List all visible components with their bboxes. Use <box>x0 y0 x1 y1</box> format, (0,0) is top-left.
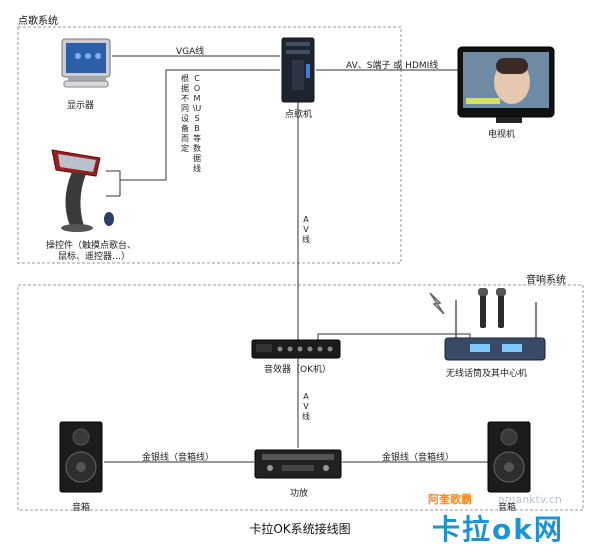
speaker-cable-right-label: 金银线（音箱线） <box>382 453 455 463</box>
effects-label: 音效器（OK机） <box>264 365 331 375</box>
com-usb-cable-label: COM\USB等数据线 <box>192 74 202 173</box>
speaker-right-label: 音箱 <box>498 503 517 513</box>
controller-label: 操控件（触摸点歌台、 <box>46 241 137 251</box>
av-hdmi-cable-label: AV、S端子 或 HDMI线 <box>346 61 439 71</box>
site-logo: 卡拉ok网 <box>432 513 564 546</box>
monitor-icon <box>61 38 111 88</box>
song-system-frame <box>17 26 402 264</box>
wireless-mic-icon <box>429 288 546 361</box>
com-usb-note-label: 根据不同设备而定 <box>181 74 189 153</box>
speaker-left-label: 音箱 <box>72 503 91 513</box>
av-cable-1-label: AV线 <box>302 215 310 244</box>
monitor-label: 显示器 <box>67 101 95 111</box>
tv-icon <box>457 46 555 123</box>
song-pc-label: 点歌机 <box>285 110 313 120</box>
vga-cable-label: VGA线 <box>176 47 205 57</box>
watermark-site-name: 阿奎歌霸 <box>428 493 472 506</box>
mic-cable <box>317 333 471 340</box>
com-usb-cable <box>106 69 280 181</box>
controller-icon <box>51 149 114 232</box>
audio-system-frame <box>17 284 584 511</box>
speaker-cable-left-label: 金银线（音箱线） <box>142 453 215 463</box>
wireless-mic-label: 无线话筒及其中心机 <box>446 369 528 379</box>
amplifier-icon <box>254 449 342 479</box>
amplifier-label: 功放 <box>290 489 309 499</box>
controller-label-line2: 鼠标、遥控器…） <box>58 252 131 262</box>
av-cable-2-label: AV线 <box>302 392 310 421</box>
song-system-title: 点歌系统 <box>18 16 58 27</box>
effects-icon <box>251 339 341 359</box>
speaker-left-icon <box>59 421 103 493</box>
song-pc-icon <box>281 37 315 103</box>
watermark-url: amanktv.cn <box>498 493 563 506</box>
speaker-right-icon <box>487 421 531 493</box>
audio-system-title: 音响系统 <box>526 275 566 286</box>
diagram-title: 卡拉OK系统接线图 <box>249 522 351 536</box>
tv-label: 电视机 <box>488 130 516 140</box>
